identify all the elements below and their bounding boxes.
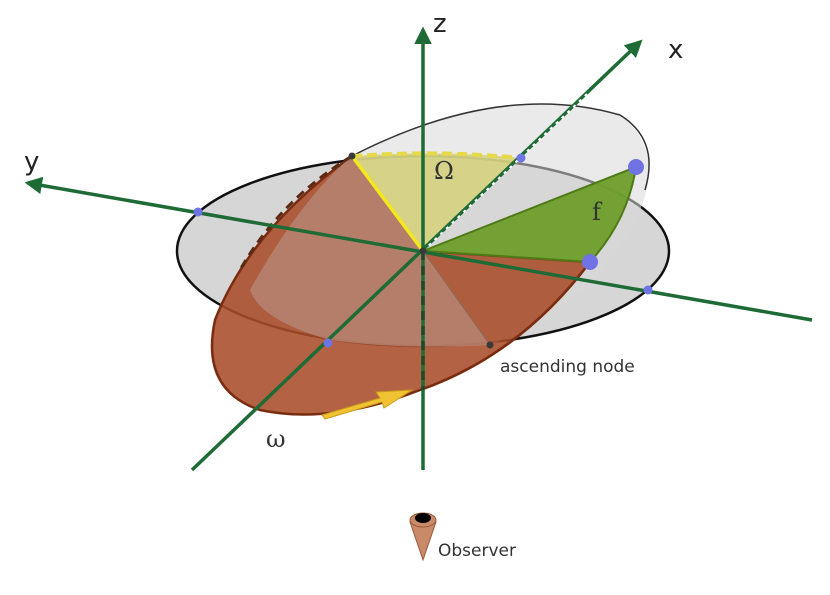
point-x-plane [516, 153, 526, 163]
y-axis-label: y [24, 147, 39, 177]
orbit-sector-light [250, 156, 490, 347]
point-body [582, 254, 598, 270]
z-axis-label: z [433, 9, 447, 39]
orbit-hidden-arc [238, 154, 353, 271]
point-periapsis [628, 159, 644, 175]
x-axis [190, 39, 643, 472]
observer-eye-icon [409, 512, 437, 562]
x-axis-dotted-segment [422, 92, 589, 252]
omega-node-label: Ω [434, 157, 454, 185]
true-anomaly-label: f [592, 198, 603, 226]
ascending-node-label: ascending node [500, 357, 635, 377]
ascending-node-line [422, 250, 491, 346]
omega-sector [352, 153, 521, 251]
x-axis-label: x [668, 35, 683, 65]
point-y-plane [193, 207, 203, 217]
node-line [350, 154, 425, 253]
point-x-orbit [323, 338, 333, 348]
observer-label: Observer [438, 541, 516, 561]
point-y-right [643, 285, 653, 295]
argument-periapsis-label: ω [266, 425, 286, 453]
point-origin [419, 247, 427, 255]
orbit-front-edge [419, 261, 591, 392]
orbit-direction-arrow [321, 389, 414, 420]
point-descending-node [348, 152, 356, 160]
omega-arc-dashed [351, 151, 522, 160]
point-ascending-node [486, 341, 494, 349]
